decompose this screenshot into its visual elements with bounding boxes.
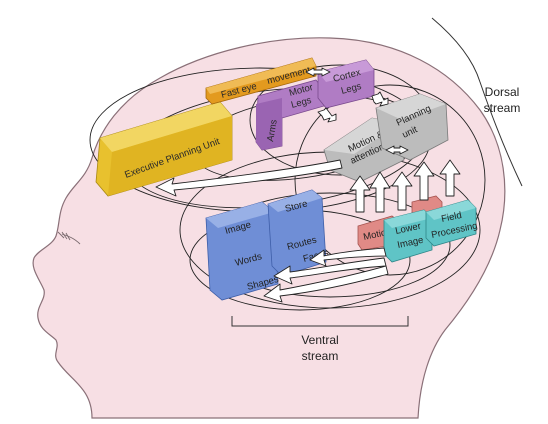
double-arrow-cortex-planning — [371, 91, 389, 107]
image-small-label: Image — [396, 235, 424, 251]
dorsal-stream-label-2: stream — [484, 101, 521, 115]
field-processing-block: Field Processing — [425, 199, 479, 247]
arrow-motion-up-2 — [369, 171, 391, 213]
double-arrow-planning-motion — [385, 145, 409, 155]
arrow-motion-up-1 — [349, 175, 371, 213]
lower-label: Lower — [394, 221, 422, 237]
double-arrow-movement-cortex — [305, 67, 331, 77]
arrow-to-store — [309, 247, 387, 267]
arrow-lower-to-ventral-1 — [273, 257, 387, 285]
arrows — [155, 67, 461, 303]
planning-unit-block: Planning unit — [375, 93, 449, 161]
image-words-shapes-block: Image Words Shapes — [205, 201, 280, 301]
arms-label: Arms — [265, 119, 280, 143]
arrow-lower-to-ventral-2 — [263, 265, 389, 303]
cortex-legs-label: Legs — [340, 81, 363, 97]
arrow-to-executive — [155, 159, 343, 197]
arrow-lower-up-1 — [391, 171, 413, 211]
ventral-bracket — [231, 316, 409, 327]
dorsal-bracket — [431, 17, 523, 187]
motor-legs-label: Legs — [290, 95, 313, 111]
field-label: Field — [440, 210, 462, 225]
lower-image-block: Lower Image — [383, 209, 433, 263]
eye-icon — [57, 231, 81, 245]
arrow-lower-up-2 — [413, 161, 435, 201]
dorsal-stream-label-1: Dorsal — [485, 85, 520, 99]
arrow-field-up — [439, 159, 461, 197]
double-arrow-motor-motion — [317, 107, 337, 123]
ventral-stream-label-1: Ventral — [301, 333, 338, 347]
ventral-stream-label-2: stream — [302, 349, 339, 363]
